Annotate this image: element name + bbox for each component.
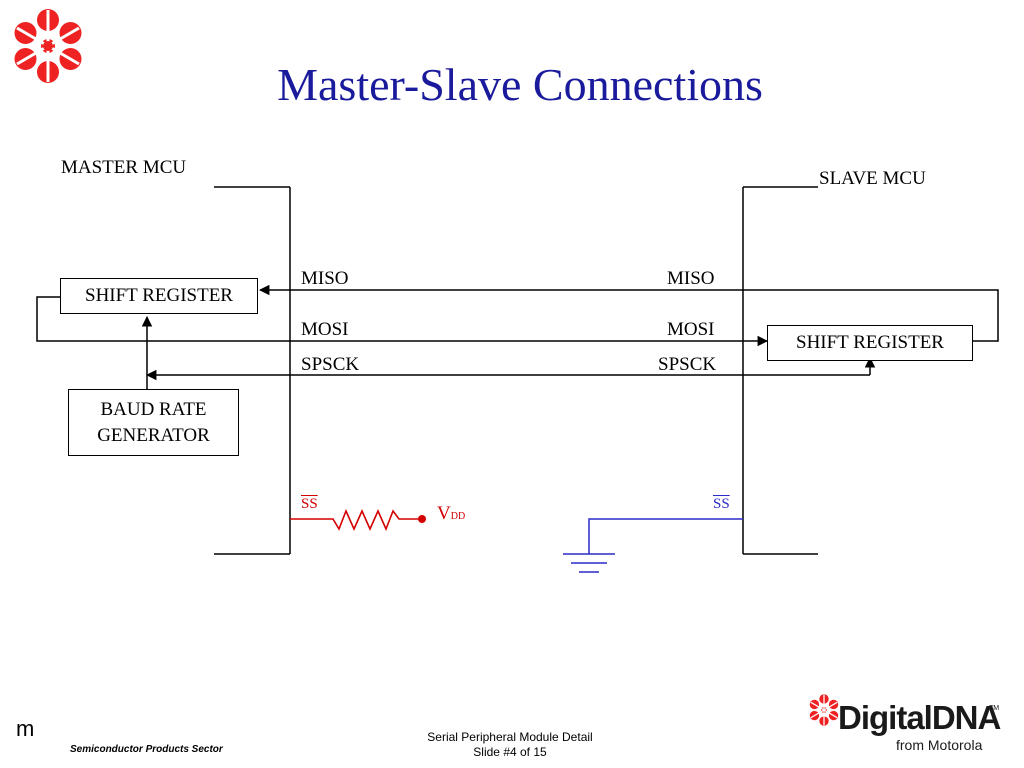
brand-tm: TM: [989, 705, 1000, 712]
vdd-terminal: [418, 515, 426, 523]
master-mcu-label: MASTER MCU: [61, 157, 187, 178]
slide-number: Slide #4 of 15: [473, 745, 547, 759]
baud-rate-line2: GENERATOR: [97, 424, 210, 446]
spsck-master-label: SPSCK: [301, 354, 360, 375]
module-title: Serial Peripheral Module Detail: [427, 730, 593, 744]
digital-dna-wordmark: DigitalDNA: [838, 699, 1001, 737]
sector-label: Semiconductor Products Sector: [70, 744, 223, 755]
mosi-master-label: MOSI: [301, 319, 349, 340]
vdd-label: VDD: [437, 503, 465, 525]
ss-ground-wire: [563, 518, 743, 573]
vdd-v: V: [437, 503, 451, 524]
motorola-flower-logo: [14, 9, 82, 83]
mosi-line: [36, 296, 769, 347]
m-mark: m: [16, 716, 35, 741]
slave-shift-register: SHIFT REGISTER: [767, 325, 973, 361]
ss-master-label: SS: [301, 496, 318, 512]
mosi-slave-label: MOSI: [667, 319, 715, 340]
brand-digital: Digital: [838, 699, 933, 736]
miso-line: [258, 284, 999, 342]
slave-mcu-label: SLAVE MCU: [819, 168, 926, 189]
footer-center: Serial Peripheral Module Detail Slide #4…: [380, 730, 640, 760]
spsck-slave-label: SPSCK: [658, 354, 717, 375]
digital-dna-flower-icon: [809, 694, 839, 726]
brand-from-motorola: from Motorola: [896, 737, 983, 753]
miso-master-label: MISO: [301, 268, 349, 289]
baud-rate-generator: BAUD RATE GENERATOR: [68, 389, 239, 456]
vdd-subscript: DD: [450, 511, 466, 522]
baud-rate-line1: BAUD RATE: [100, 398, 207, 420]
brand-dna: DNA: [931, 699, 1001, 736]
slide-title: Master-Slave Connections: [277, 59, 763, 110]
ss-slave-label: SS: [713, 496, 730, 512]
miso-slave-label: MISO: [667, 268, 715, 289]
master-shift-register: SHIFT REGISTER: [60, 278, 258, 314]
ss-pullup-resistor: [290, 508, 421, 532]
